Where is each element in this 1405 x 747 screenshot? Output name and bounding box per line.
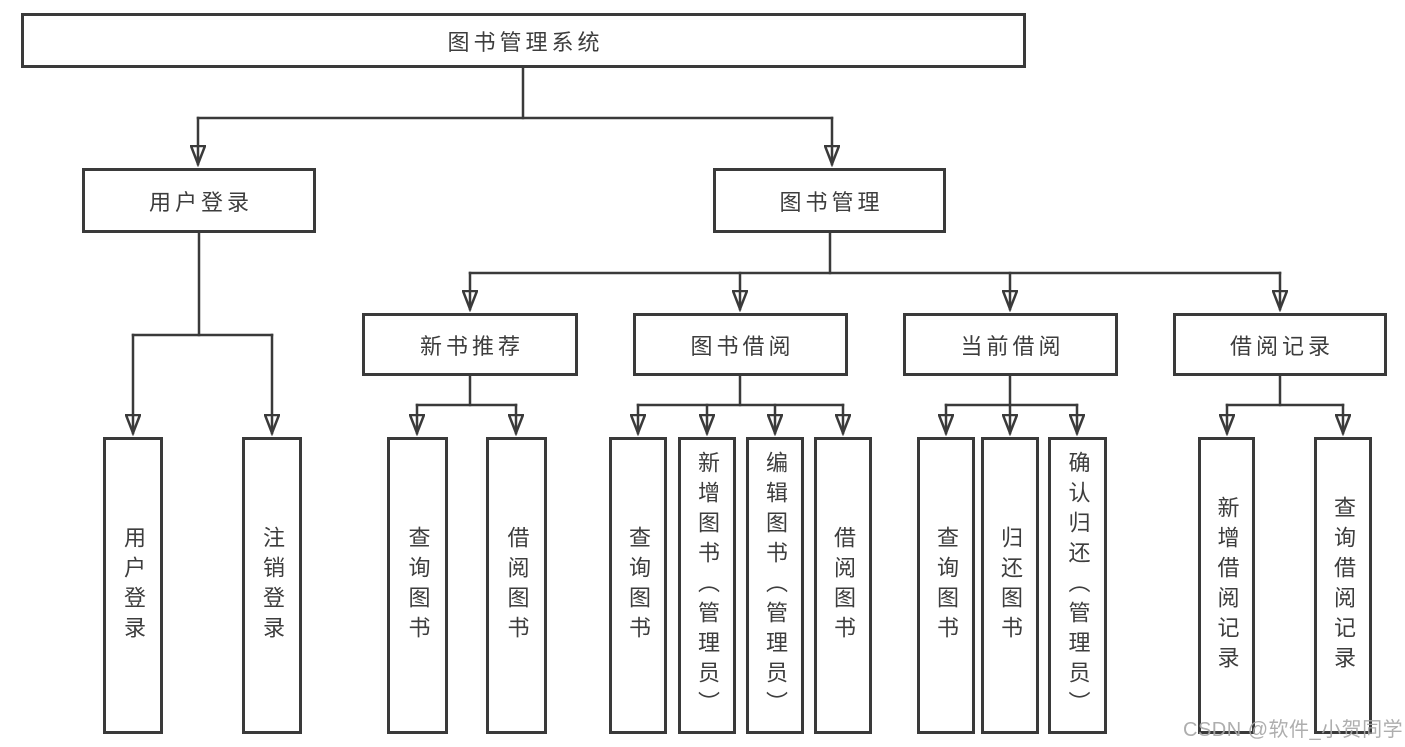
watermark: CSDN @软件_小贺同学 (1183, 719, 1404, 741)
node-system: 图书管理系统 (21, 13, 1026, 68)
leaf-current-confirm-return-admin-label: 确认归还（管理员） (1065, 450, 1091, 721)
leaf-borrow-add-books-admin-label: 新增图书（管理员） (695, 450, 720, 721)
leaf-borrow-borrow-books: 借阅图书 (814, 437, 872, 734)
leaf-borrow-query-books-label: 查询图书 (626, 525, 651, 646)
connector-root-rail (198, 64, 832, 164)
leaf-records-add-record: 新增借阅记录 (1198, 437, 1255, 734)
connector-records-group (1227, 374, 1343, 433)
leaf-current-return-books-label: 归还图书 (998, 525, 1023, 646)
node-book-management: 图书管理 (713, 168, 946, 233)
connector-management-rail (470, 231, 1280, 309)
connector-newbook-group (417, 374, 516, 433)
leaf-borrow-query-books: 查询图书 (609, 437, 667, 734)
node-current-borrow: 当前借阅 (903, 313, 1118, 376)
leaf-borrow-borrow-books-label: 借阅图书 (831, 525, 856, 646)
connector-borrow-group (638, 374, 843, 433)
node-book-borrow: 图书借阅 (633, 313, 848, 376)
leaf-current-query-books: 查询图书 (917, 437, 975, 734)
leaf-newbook-query-books: 查询图书 (387, 437, 448, 734)
leaf-newbook-query-books-label: 查询图书 (405, 525, 431, 646)
leaf-records-query-record: 查询借阅记录 (1314, 437, 1372, 734)
connector-login-group (133, 231, 272, 433)
leaf-records-add-record-label: 新增借阅记录 (1214, 495, 1240, 676)
leaf-logout-label: 注销登录 (260, 525, 285, 646)
leaf-records-query-record-label: 查询借阅记录 (1331, 495, 1356, 676)
node-user-login: 用户登录 (82, 168, 316, 233)
leaf-current-confirm-return-admin: 确认归还（管理员） (1048, 437, 1107, 734)
leaf-user-login-label: 用户登录 (121, 525, 146, 646)
leaf-current-query-books-label: 查询图书 (934, 525, 959, 646)
leaf-current-return-books: 归还图书 (981, 437, 1039, 734)
leaf-newbook-borrow-books: 借阅图书 (486, 437, 547, 734)
connector-current-group (946, 374, 1077, 433)
leaf-user-login: 用户登录 (103, 437, 163, 734)
leaf-borrow-add-books-admin: 新增图书（管理员） (678, 437, 736, 734)
leaf-borrow-edit-books-admin-label: 编辑图书（管理员） (763, 450, 788, 721)
leaf-borrow-edit-books-admin: 编辑图书（管理员） (746, 437, 804, 734)
node-borrow-records: 借阅记录 (1173, 313, 1387, 376)
node-new-book-recommend: 新书推荐 (362, 313, 578, 376)
leaf-logout: 注销登录 (242, 437, 302, 734)
leaf-newbook-borrow-books-label: 借阅图书 (504, 525, 530, 646)
